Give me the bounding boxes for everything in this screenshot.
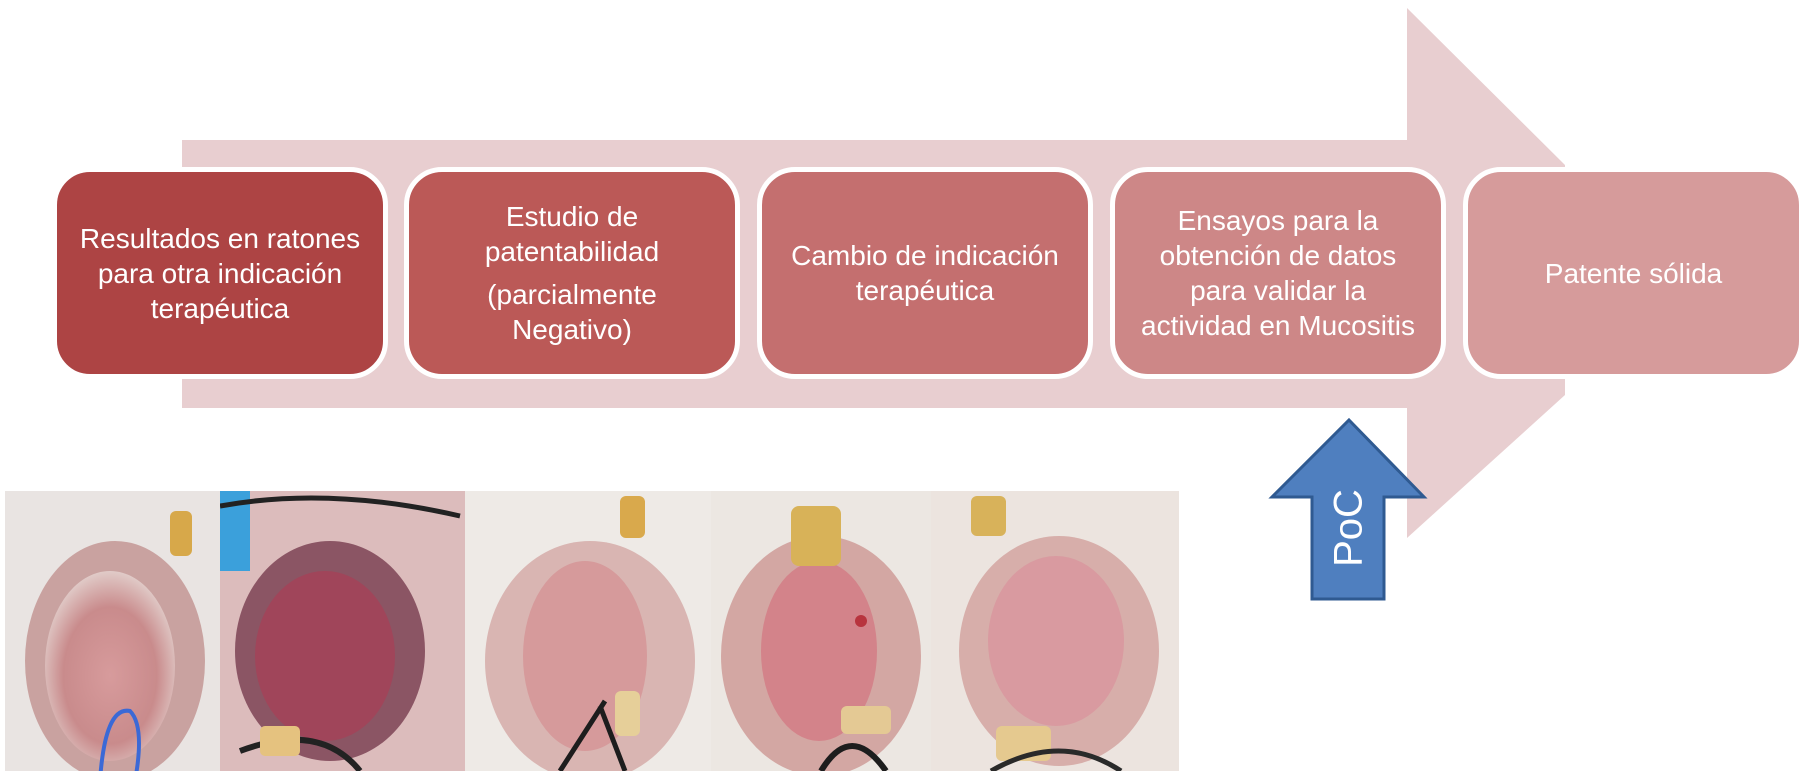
poc-arrow: PoC [1268, 416, 1430, 602]
step-2-text: Estudio de patentabilidad [484, 201, 660, 267]
step-ensayos-mucositis: Ensayos para la obtención de datos para … [1110, 167, 1446, 379]
step-cambio-indicacion: Cambio de indicación terapéutica [757, 167, 1093, 379]
step-1-text: Resultados en ratones para otra indicaci… [79, 222, 361, 324]
photo-tongue-4 [711, 491, 931, 771]
poc-label: PoC [1326, 489, 1371, 567]
step-patente-solida: Patente sólida [1463, 167, 1804, 379]
photo-tongue-2 [220, 491, 465, 771]
photo-tongue-3 [465, 491, 711, 771]
step-4-text: Ensayos para la obtención de datos para … [1141, 205, 1415, 341]
step-estudio-patentabilidad: Estudio de patentabilidad (parcialmente … [404, 167, 740, 379]
photo-tongue-5 [931, 491, 1179, 771]
photo-tongue-1 [5, 491, 220, 771]
step-3-text: Cambio de indicación terapéutica [791, 240, 1059, 306]
step-5-text: Patente sólida [1544, 257, 1723, 289]
step-resultados-ratones: Resultados en ratones para otra indicaci… [52, 167, 388, 379]
step-2-subtext: (parcialmente Negativo) [487, 279, 657, 345]
